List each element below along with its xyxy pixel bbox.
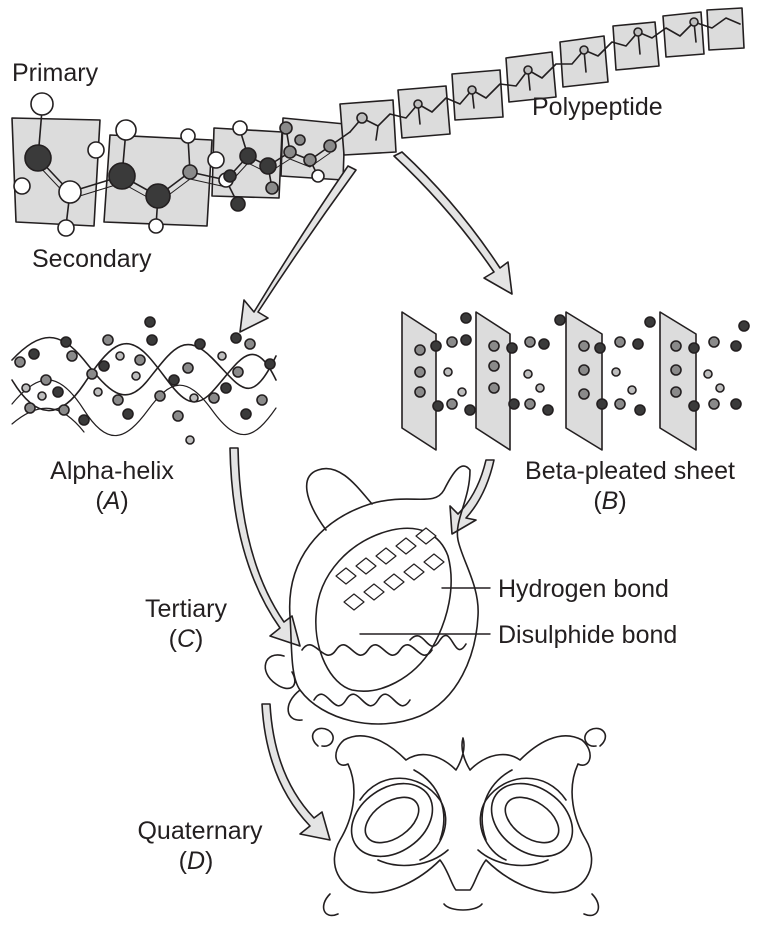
tertiary-label: Tertiary <box>145 594 227 624</box>
beta-sheet-tag-letter: B <box>602 487 619 515</box>
beta-sheet-tag: (B) <box>593 486 626 516</box>
arrow-to-beta-sheet <box>394 152 512 294</box>
polypeptide-chain <box>12 8 744 236</box>
quaternary-tag-letter: D <box>187 847 205 875</box>
tertiary-structure-drawing <box>265 466 490 724</box>
polypeptide-label: Polypeptide <box>532 92 663 122</box>
disulphide-bond-label: Disulphide bond <box>498 620 677 650</box>
alpha-helix-label: Alpha-helix <box>50 456 174 486</box>
tertiary-tag: (C) <box>169 624 204 654</box>
hydrogen-bond-label: Hydrogen bond <box>498 574 669 604</box>
arrow-tertiary-to-quaternary <box>262 704 330 840</box>
tertiary-tag-letter: C <box>177 625 195 653</box>
quaternary-tag: (D) <box>179 846 214 876</box>
beta-sheet-label: Beta-pleated sheet <box>525 456 735 486</box>
primary-label: Primary <box>12 58 98 88</box>
alpha-helix-tag: (A) <box>95 486 128 516</box>
alpha-helix-drawing <box>12 317 276 444</box>
arrow-sheet-to-tertiary <box>450 460 494 534</box>
quaternary-label: Quaternary <box>137 816 262 846</box>
secondary-label: Secondary <box>32 244 152 274</box>
alpha-helix-tag-letter: A <box>104 487 121 515</box>
quaternary-structure-drawing <box>313 728 606 915</box>
beta-sheet-drawing <box>402 312 749 450</box>
